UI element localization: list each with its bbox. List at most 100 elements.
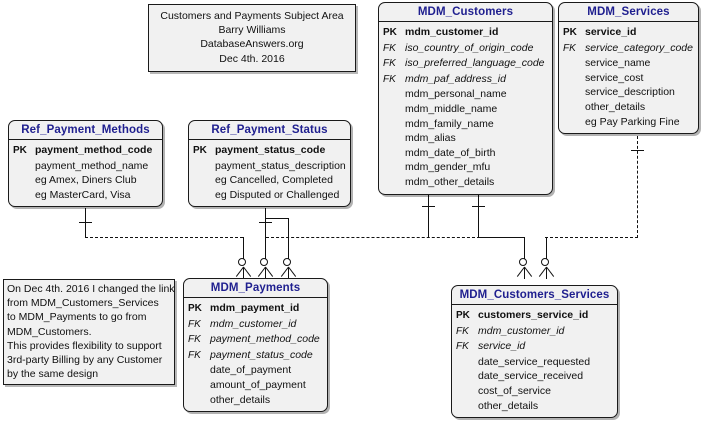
title-line: Barry Williams [218,24,286,37]
attribute-name: eg Cancelled, Completed [215,174,333,187]
attribute-row: mdm_other_details [383,175,548,190]
attribute-key: FK [188,349,201,361]
attribute-name: service_cost [585,71,644,84]
note-line: This provides flexibility to support [7,339,162,352]
note-line: MDM_Customers. [7,325,92,338]
attribute-key: FK [383,73,396,85]
attribute-name: eg Amex, Diners Club [35,174,137,187]
crowfoot-fan [536,266,556,279]
attribute-row: FK mdm_paf_address_id [383,72,548,88]
cardinality-zero-ring [283,258,291,266]
connector-services-vertical [637,136,638,238]
attribute-key: FK [456,325,469,337]
title-line: DatabaseAnswers.org [200,38,304,51]
attribute-name: service_name [585,57,651,70]
diagram-title-block: Customers and Payments Subject Area Barr… [148,4,356,72]
attribute-row: other_details [456,399,613,414]
connector-ref-status-vertical [265,208,266,238]
attribute-row: eg MasterCard, Visa [13,188,158,203]
note-line: to MDM_Payments to go from [7,311,147,324]
crowfoot-fan [514,266,534,279]
attribute-row: eg Amex, Diners Club [13,173,158,188]
attribute-name: mdm_date_of_birth [405,146,496,159]
connector-drop-payments-1 [243,237,244,262]
attribute-name: service_category_code [585,41,693,54]
connector-drop-payments-2 [265,237,266,262]
attribute-name: date_service_requested [478,355,591,368]
attribute-row: cost_of_service [456,384,613,399]
entity-title: Ref_Payment_Methods [9,121,162,140]
title-line: Dec 4th. 2016 [219,52,285,65]
crowfoot-custserv-service [536,258,556,279]
attribute-row: other_details [188,393,323,408]
attribute-name: eg Disputed or Challenged [215,188,340,201]
attribute-row: mdm_family_name [383,117,548,132]
entity-title: MDM_Payments [184,279,327,298]
attribute-name: mdm_customer_id [405,26,499,38]
connector-elbow-payments-3 [265,218,289,219]
attribute-name: mdm_customer_id [478,324,565,337]
attribute-row: amount_of_payment [188,378,323,393]
attribute-name: payment_status_description [215,159,346,172]
attribute-row: payment_method_name [13,159,158,174]
entity-title: Ref_Payment_Status [189,121,350,140]
attribute-name: iso_preferred_language_code [405,57,545,70]
attribute-row: mdm_alias [383,131,548,146]
attribute-name: other_details [585,100,646,113]
cardinality-one-ref-status [259,222,272,223]
attribute-name: mdm_payment_id [210,302,300,314]
note-line: On Dec 4th. 2016 I changed the link [7,283,175,295]
attribute-name: service_description [585,86,675,99]
attribute-row: mdm_gender_mfu [383,160,548,175]
attribute-key: PK [13,145,27,156]
attribute-name: mdm_gender_mfu [405,161,491,174]
attribute-name: payment_status_code [215,144,326,156]
attribute-row: date_service_requested [456,355,613,370]
attribute-row: eg Disputed or Challenged [193,188,346,203]
attribute-key: PK [456,310,470,321]
attribute-name: mdm_paf_address_id [405,72,506,85]
attribute-name: service_id [585,26,637,38]
entity-title: MDM_Customers [379,3,552,22]
cardinality-zero-ring [260,258,268,266]
entity-title: MDM_Customers_Services [452,286,617,305]
attribute-name: date_service_received [478,370,584,383]
attribute-row: mdm_personal_name [383,87,548,102]
attribute-key: PK [563,27,577,38]
cardinality-zero-ring [238,258,246,266]
attribute-row: eg Pay Parking Fine [563,115,694,130]
connector-drop-custserv-1 [524,237,525,262]
attribute-row: service_name [563,56,694,71]
entity-title: MDM_Services [559,3,698,22]
attribute-row: mdm_date_of_birth [383,146,548,161]
attribute-row: PK service_id [563,25,694,41]
attribute-key: PK [188,303,202,314]
attribute-row: service_description [563,85,694,100]
note-line: 3rd-party Billing by any Customer [7,354,163,367]
attribute-row: FK mdm_customer_id [456,324,613,340]
attribute-name: payment_method_name [35,159,149,172]
attribute-name: cost_of_service [478,384,551,397]
crowfoot-fan [233,266,253,279]
attribute-name: eg Pay Parking Fine [585,115,680,128]
attribute-name: amount_of_payment [210,378,306,391]
title-line: Customers and Payments Subject Area [160,10,344,22]
note-line: from MDM_Customers_Services [7,297,159,310]
